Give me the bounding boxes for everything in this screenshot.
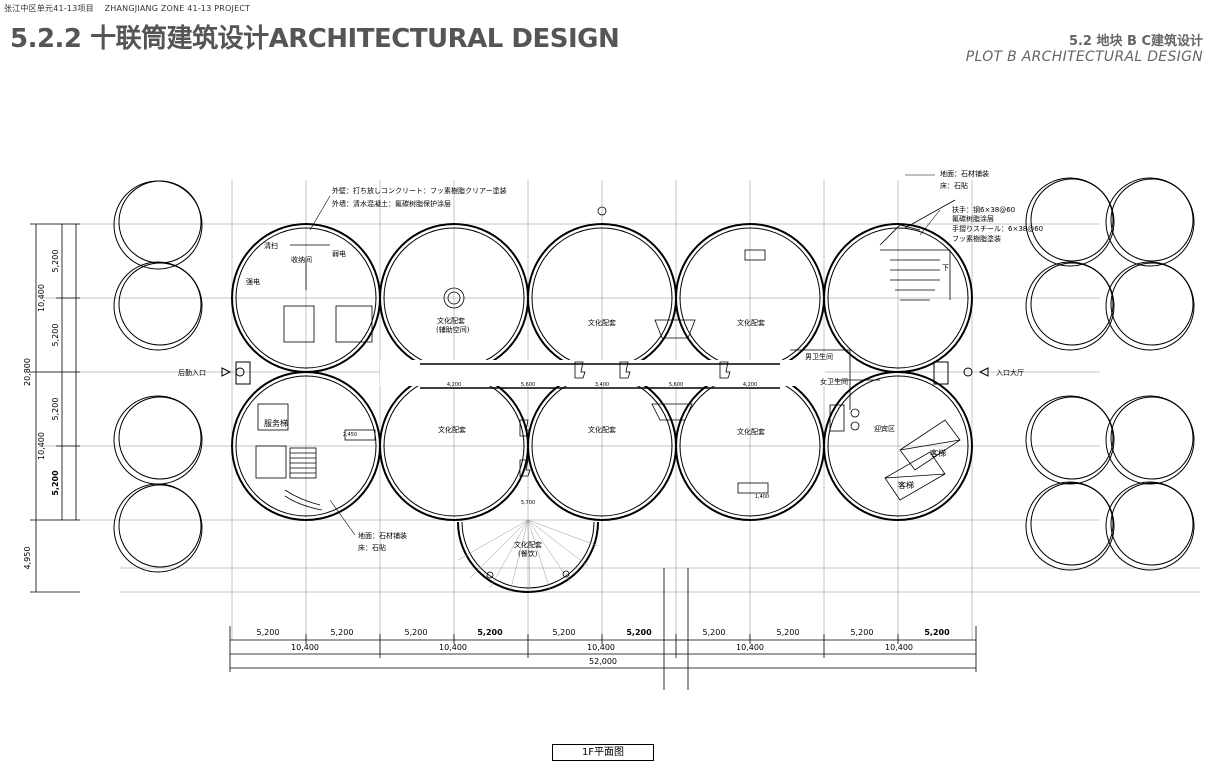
floor-note-bl-1: 地面：石材铺装 bbox=[358, 531, 407, 540]
dim-left-4: 20,800 bbox=[23, 358, 32, 386]
stair-left bbox=[284, 447, 323, 511]
rear-entrance-label: 后勤入口 bbox=[178, 368, 206, 377]
guest-elevators bbox=[884, 419, 961, 501]
dim-left-5: 5,200 bbox=[51, 398, 60, 421]
reception-label: 迎宾区 bbox=[874, 424, 895, 433]
dim-bottom-r2-4: 10,400 bbox=[736, 643, 764, 652]
dim-inner-1: 4,200 bbox=[447, 382, 461, 388]
elec-label: 强电 bbox=[246, 277, 260, 286]
guest-elevator-2-label: 客梯 bbox=[898, 480, 914, 490]
dim-bottom-8: 5,200 bbox=[777, 628, 800, 637]
stair-down-label: 下 bbox=[942, 264, 949, 272]
project-en: ZHANGJIANG ZONE 41-13 PROJECT bbox=[104, 4, 251, 13]
dim-bottom-9: 5,200 bbox=[851, 628, 874, 637]
floor-note-tr-1: 地面：石材铺装 bbox=[940, 169, 989, 178]
rail-note-1: 扶手：钢6×38@60 bbox=[952, 205, 1015, 214]
header-project: 张江中区单元41-13项目 ZHANGJIANG ZONE 41-13 PROJ… bbox=[4, 3, 258, 14]
dim-bottom-2: 5,200 bbox=[331, 628, 354, 637]
dim-inner-3: 3,400 bbox=[595, 382, 609, 388]
restrooms bbox=[790, 349, 880, 432]
culture-dining-label: 文化配套 bbox=[514, 540, 542, 549]
culture-3-label: 文化配套 bbox=[438, 425, 466, 434]
dim-left-6: 10,400 bbox=[37, 432, 46, 460]
drawing-caption: 1F平面图 bbox=[552, 744, 654, 761]
culture-4-label: 文化配套 bbox=[588, 425, 616, 434]
dining-pavilion bbox=[457, 519, 599, 593]
page-title: 5.2.2 十联筒建筑设计ARCHITECTURAL DESIGN bbox=[10, 24, 620, 54]
furniture-symbols bbox=[443, 206, 769, 579]
rail-note-2: 氟碳树脂涂层 bbox=[952, 214, 994, 223]
stair-right bbox=[879, 199, 956, 301]
rail-note-3: 手摺りスチール：6×38@60 bbox=[952, 224, 1043, 233]
dim-inner-4: 5,600 bbox=[669, 382, 683, 388]
dim-bottom-6: 5,200 bbox=[626, 628, 652, 637]
women-wc-label: 女卫生间 bbox=[820, 377, 848, 386]
dim-inner-5: 4,200 bbox=[743, 382, 757, 388]
building-drums bbox=[231, 223, 973, 521]
floor-note-tr-2: 床：石貼 bbox=[940, 181, 968, 190]
wall-note-jp: 外壁：打ち放しコンクリート：フッ素樹脂クリアー塗装 bbox=[332, 186, 507, 195]
culture-2-label: 文化配套 bbox=[737, 318, 765, 327]
section-title: 5.2 地块 B C建筑设计 bbox=[1068, 34, 1203, 49]
guest-elevator-1-label: 客梯 bbox=[930, 448, 946, 458]
service-elevator-label: 服务梯 bbox=[264, 418, 288, 428]
dim-bottom-7: 5,200 bbox=[703, 628, 726, 637]
dim-bottom-r2-1: 10,400 bbox=[291, 643, 319, 652]
bottom-dimensions bbox=[229, 568, 977, 690]
culture-5-label: 文化配套 bbox=[737, 427, 765, 436]
dim-bottom-5: 5,200 bbox=[553, 628, 576, 637]
culture-aux-sub: (辅助空间) bbox=[436, 325, 470, 334]
dim-inner-8: 1,400 bbox=[755, 494, 769, 500]
culture-dining-sub: (餐饮) bbox=[518, 549, 538, 558]
storage-label: 收纳间 bbox=[291, 255, 312, 264]
dim-inner-2: 5,600 bbox=[521, 382, 535, 388]
dim-bottom-10: 5,200 bbox=[924, 628, 950, 637]
main-entrance-label: 入口大厅 bbox=[996, 368, 1024, 377]
dim-bottom-r2-2: 10,400 bbox=[439, 643, 467, 652]
trees-right bbox=[1025, 177, 1195, 571]
dim-inner-7: 5,700 bbox=[521, 500, 535, 506]
dim-bottom-3: 5,200 bbox=[405, 628, 428, 637]
dim-left-3: 5,200 bbox=[51, 324, 60, 347]
service-rooms bbox=[255, 244, 376, 479]
dim-bottom-r2-3: 10,400 bbox=[587, 643, 615, 652]
project-cn: 张江中区单元41-13项目 bbox=[4, 4, 94, 13]
dim-inner-6: 2,450 bbox=[343, 432, 357, 438]
dim-left-7: 5,200 bbox=[51, 470, 60, 496]
dim-bottom-1: 5,200 bbox=[257, 628, 280, 637]
wall-note-cn: 外墙：清水混凝土：氟碳树脂保护涂层 bbox=[332, 199, 451, 208]
culture-1-label: 文化配套 bbox=[588, 318, 616, 327]
trees-left bbox=[113, 180, 203, 573]
rail-note-4: フッ素樹脂塗装 bbox=[952, 234, 1001, 243]
dim-bottom-r2-5: 10,400 bbox=[885, 643, 913, 652]
entrance-markers bbox=[221, 361, 989, 385]
section-subtitle: PLOT B ARCHITECTURAL DESIGN bbox=[965, 49, 1203, 65]
men-wc-label: 男卫生间 bbox=[805, 352, 833, 361]
culture-aux-label: 文化配套 bbox=[437, 316, 465, 325]
dim-bottom-total: 52,000 bbox=[589, 657, 617, 666]
left-dimensions bbox=[30, 223, 80, 593]
leader-lines bbox=[309, 174, 941, 536]
weak-label: 弱电 bbox=[332, 249, 346, 258]
grid-lines bbox=[40, 180, 1200, 640]
dim-left-1: 5,200 bbox=[51, 250, 60, 273]
floor-note-bl-2: 床：石貼 bbox=[358, 543, 386, 552]
dim-left-8: 4,950 bbox=[23, 547, 32, 570]
dim-left-2: 10,400 bbox=[37, 284, 46, 312]
dim-bottom-4: 5,200 bbox=[477, 628, 503, 637]
clean-label: 清扫 bbox=[264, 241, 278, 250]
